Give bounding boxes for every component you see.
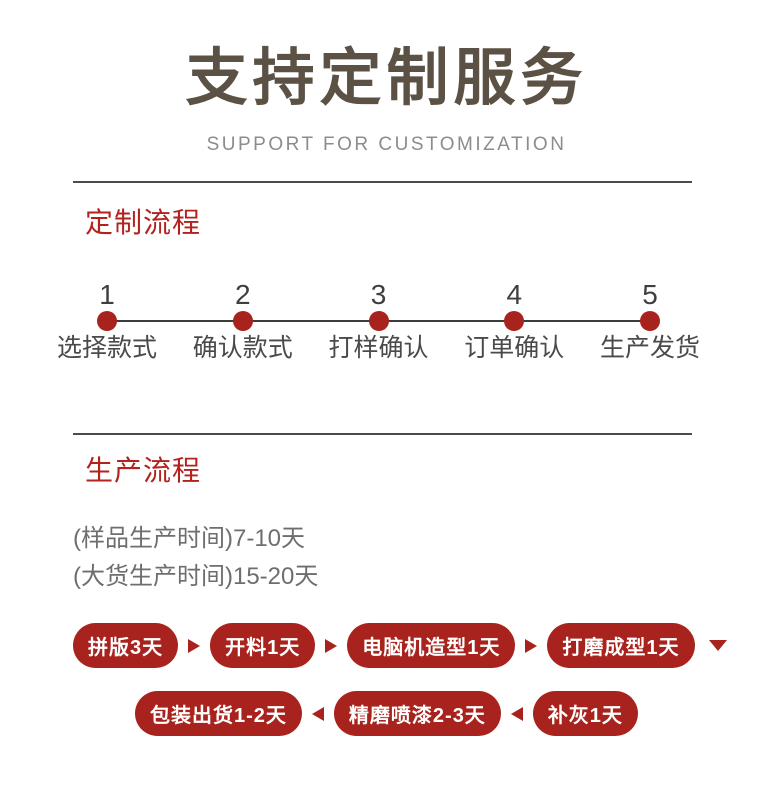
step-dot-icon	[368, 311, 389, 331]
flow-pill: 拼版3天	[73, 623, 179, 668]
flow-pill: 补灰1天	[532, 691, 638, 736]
step-label: 订单确认	[464, 334, 565, 362]
arrow-down-icon	[708, 640, 727, 651]
timeline-step-2: 2 确认款式	[178, 279, 308, 367]
timeline-step-4: 4 订单确认	[449, 279, 579, 367]
step-dot-icon	[232, 311, 253, 331]
flow-pill: 开料1天	[210, 623, 316, 668]
timeline-step-1: 1 选择款式	[42, 279, 172, 367]
arrow-right-icon	[525, 638, 538, 653]
arrow-left-icon	[510, 706, 523, 721]
page-title: 支持定制服务	[185, 44, 588, 113]
divider-top	[73, 181, 692, 183]
flow-pill: 包装出货1-2天	[135, 691, 302, 736]
production-process-heading: 生产流程	[85, 455, 202, 486]
sample-production-time: (样品生产时间)7-10天	[73, 525, 306, 552]
step-label: 选择款式	[56, 334, 157, 362]
custom-process-heading: 定制流程	[85, 207, 202, 238]
step-number: 4	[506, 279, 523, 310]
arrow-right-icon	[325, 638, 338, 653]
step-number: 1	[99, 279, 115, 310]
step-dot-icon	[504, 311, 525, 331]
step-number: 2	[234, 279, 251, 310]
flow-pill: 精磨喷漆2-3天	[333, 691, 501, 736]
page-subtitle: SUPPORT FOR CUSTOMIZATION	[206, 134, 567, 155]
step-number: 5	[642, 279, 658, 310]
flow-pill: 电脑机造型1天	[347, 623, 516, 668]
production-flow-row-2: 包装出货1-2天 精磨喷漆2-3天 补灰1天	[135, 691, 638, 736]
divider-middle	[73, 433, 692, 435]
custom-process-timeline: 1 选择款式 2 确认款式 3 打样确认 4 订单确认 5 生产发货	[42, 279, 715, 367]
arrow-right-icon	[188, 638, 201, 653]
step-label: 生产发货	[599, 334, 700, 362]
timeline-step-3: 3 打样确认	[314, 279, 444, 367]
timeline-step-5: 5 生产发货	[585, 279, 715, 367]
arrow-left-icon	[311, 706, 324, 721]
flow-pill: 打磨成型1天	[547, 623, 695, 668]
step-label: 确认款式	[192, 334, 293, 362]
step-number: 3	[370, 279, 387, 310]
production-flow-row-1: 拼版3天 开料1天 电脑机造型1天 打磨成型1天	[73, 623, 727, 668]
bulk-production-time: (大货生产时间)15-20天	[73, 563, 319, 590]
step-label: 打样确认	[328, 334, 429, 362]
step-dot-icon	[97, 311, 117, 331]
step-dot-icon	[640, 311, 660, 331]
